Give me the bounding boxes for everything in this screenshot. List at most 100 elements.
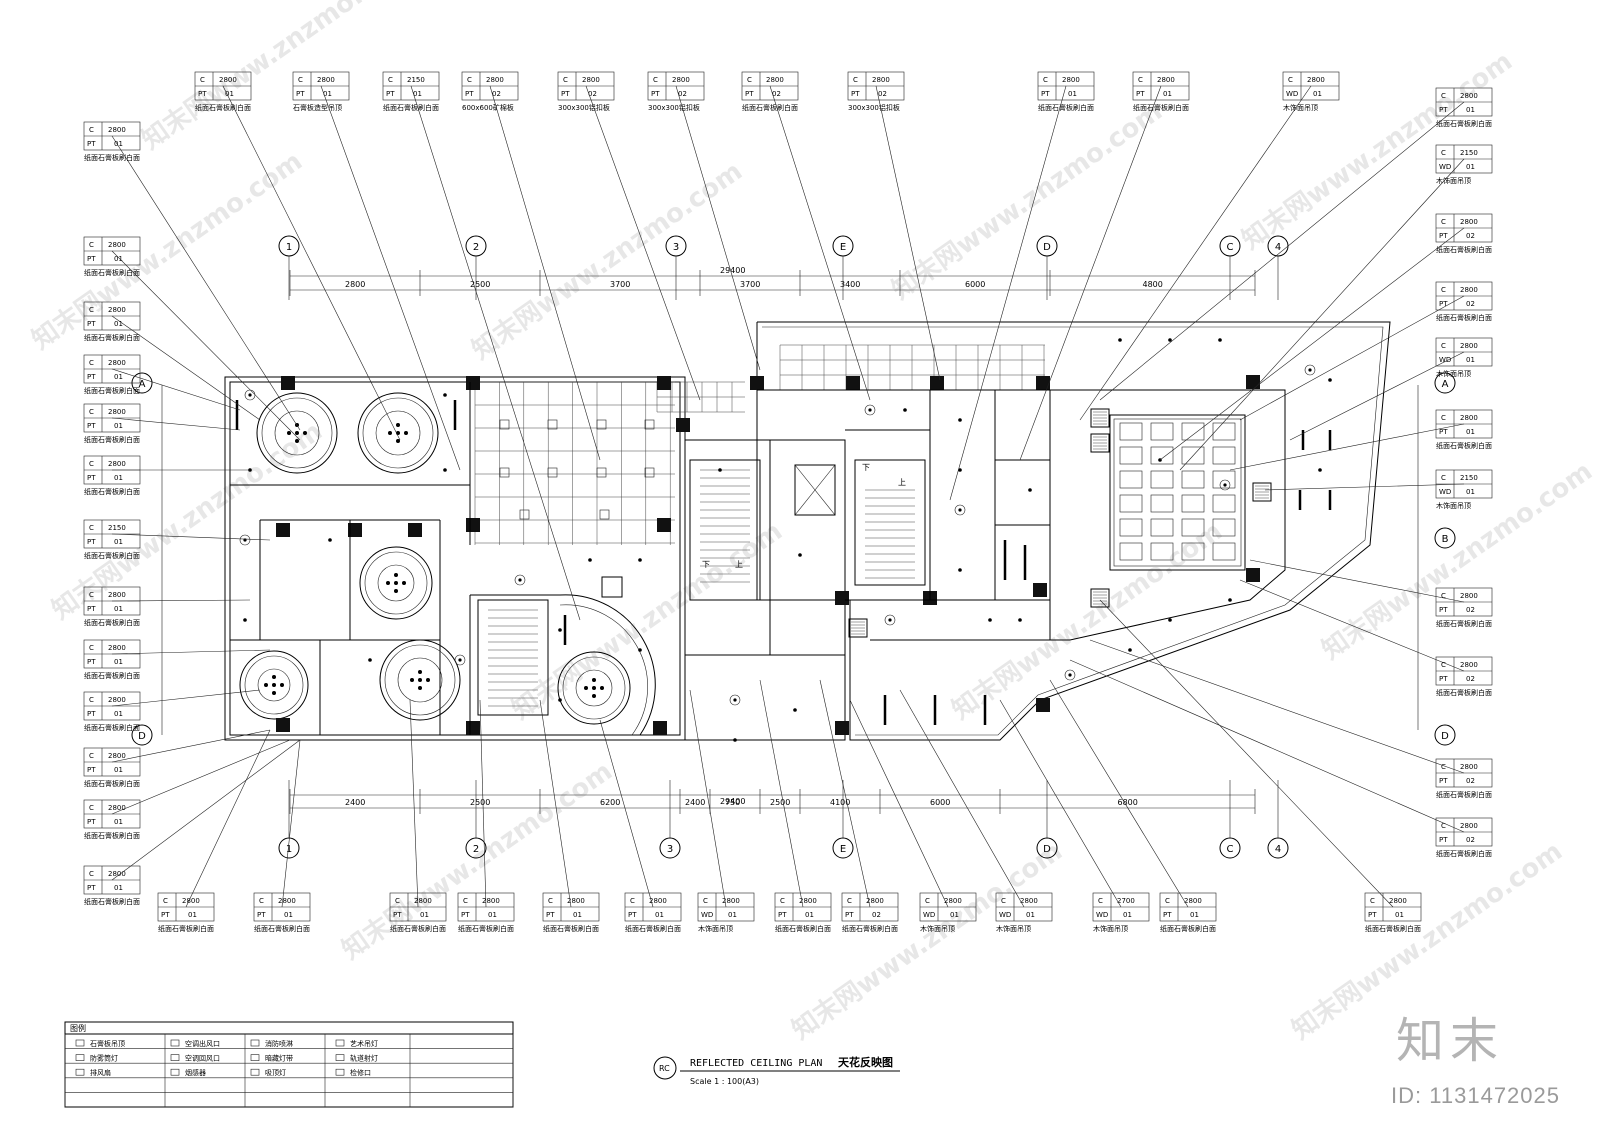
tag-height: 2700 xyxy=(1117,897,1135,905)
tag-height: 2800 xyxy=(108,460,126,468)
tag-number: 01 xyxy=(114,320,123,328)
tag-number: 01 xyxy=(114,373,123,381)
tag-note: 纸面石膏板刷白面 xyxy=(1436,619,1492,628)
tag-code: C xyxy=(1370,897,1375,905)
tag-material: PT xyxy=(87,474,96,482)
tag-material: PT xyxy=(1439,428,1448,436)
tag-code: C xyxy=(853,76,858,84)
legend-symbol xyxy=(75,1054,85,1061)
tag-height: 2800 xyxy=(1460,92,1478,100)
axis-label: D xyxy=(1441,731,1449,742)
tag-material: PT xyxy=(87,422,96,430)
legend-table: 图例 石膏板吊顶防雾筒灯排风扇空调出风口空调回风口烟感器消防喷淋暗藏灯带吸顶灯艺… xyxy=(64,1021,514,1108)
tag-material: PT xyxy=(651,90,660,98)
right-block-inner xyxy=(762,326,1384,736)
dimension-label: 6000 xyxy=(930,798,950,807)
axis-bubble xyxy=(1434,724,1456,746)
axis-label: 2 xyxy=(473,844,479,855)
tag-note: 纸面石膏板刷白面 xyxy=(84,487,140,496)
tag-height: 2800 xyxy=(1460,661,1478,669)
tag-note: 纸面石膏板刷白面 xyxy=(84,153,140,162)
tag-note: 纸面石膏板刷白面 xyxy=(1436,688,1492,697)
tag-note: 木饰面吊顶 xyxy=(1093,924,1128,933)
tag-height: 2800 xyxy=(486,76,504,84)
tag-height: 2800 xyxy=(582,76,600,84)
tag-note: 纸面石膏板刷白面 xyxy=(84,779,140,788)
tag-number: 02 xyxy=(772,90,781,98)
tag-code: C xyxy=(1043,76,1048,84)
tag-material: PT xyxy=(1439,777,1448,785)
tag-code: C xyxy=(1441,286,1446,294)
tag-material: PT xyxy=(87,373,96,381)
tag-number: 02 xyxy=(1466,675,1475,683)
tag-height: 2800 xyxy=(108,752,126,760)
tag-height: 2800 xyxy=(1460,592,1478,600)
tag-code: C xyxy=(847,897,852,905)
tag-height: 2800 xyxy=(108,804,126,812)
tag-number: 01 xyxy=(950,911,959,919)
tag-height: 2800 xyxy=(1460,763,1478,771)
tag-note: 纸面石膏板刷白面 xyxy=(158,924,214,933)
tag-height: 2800 xyxy=(1460,342,1478,350)
dimension-label: 6800 xyxy=(1118,798,1138,807)
dimension-label: 3400 xyxy=(840,280,860,289)
tag-material: WD xyxy=(1286,90,1298,98)
tag-note: 纸面石膏板刷白面 xyxy=(1365,924,1421,933)
tag-note: 纸面石膏板刷白面 xyxy=(775,924,831,933)
tag-note: 纸面石膏板刷白面 xyxy=(1436,790,1492,799)
tag-height: 2800 xyxy=(1020,897,1038,905)
tag-number: 02 xyxy=(678,90,687,98)
tag-number: 02 xyxy=(878,90,887,98)
tag-note: 纸面石膏板刷白面 xyxy=(1436,441,1492,450)
tag-note: 木饰面吊顶 xyxy=(1283,103,1318,112)
tag-number: 01 xyxy=(1026,911,1035,919)
tag-material: PT xyxy=(1439,836,1448,844)
dimension-label: 6000 xyxy=(965,280,985,289)
tag-code: C xyxy=(703,897,708,905)
legend-item: 轨道射灯 xyxy=(350,1054,378,1063)
tag-material: PT xyxy=(1439,675,1448,683)
tag-note: 纸面石膏板刷白面 xyxy=(84,551,140,560)
tag-height: 2800 xyxy=(1460,286,1478,294)
axis-label: C xyxy=(1227,844,1234,855)
tag-number: 02 xyxy=(1466,777,1475,785)
tag-code: C xyxy=(1288,76,1293,84)
tag-note: 纸面石膏板刷白面 xyxy=(84,831,140,840)
tag-note: 纸面石膏板刷白面 xyxy=(458,924,514,933)
tag-material: PT xyxy=(778,911,787,919)
axis-bubbles-right: ABD xyxy=(1434,372,1456,746)
total-width-top: 29400 xyxy=(720,266,745,275)
tag-code: C xyxy=(89,359,94,367)
tag-note: 纸面石膏板刷白面 xyxy=(842,924,898,933)
tag-code: C xyxy=(463,897,468,905)
axis-label: A xyxy=(139,379,146,390)
legend-item: 防雾筒灯 xyxy=(90,1054,118,1063)
legend-item: 艺术吊灯 xyxy=(350,1039,378,1048)
tag-code: C xyxy=(1441,218,1446,226)
legend-header: 图例 xyxy=(70,1023,86,1033)
tag-material: PT xyxy=(386,90,395,98)
tag-height: 2800 xyxy=(317,76,335,84)
legend-symbol xyxy=(335,1068,345,1076)
tag-code: C xyxy=(467,76,472,84)
watermark-text: 知末网www.znzmo.com xyxy=(787,836,1068,1045)
axis-label: A xyxy=(1442,379,1449,390)
tag-code: C xyxy=(780,897,785,905)
tag-note: 纸面石膏板刷白面 xyxy=(1038,103,1094,112)
asset-id: ID: 1131472025 xyxy=(1391,1083,1560,1108)
